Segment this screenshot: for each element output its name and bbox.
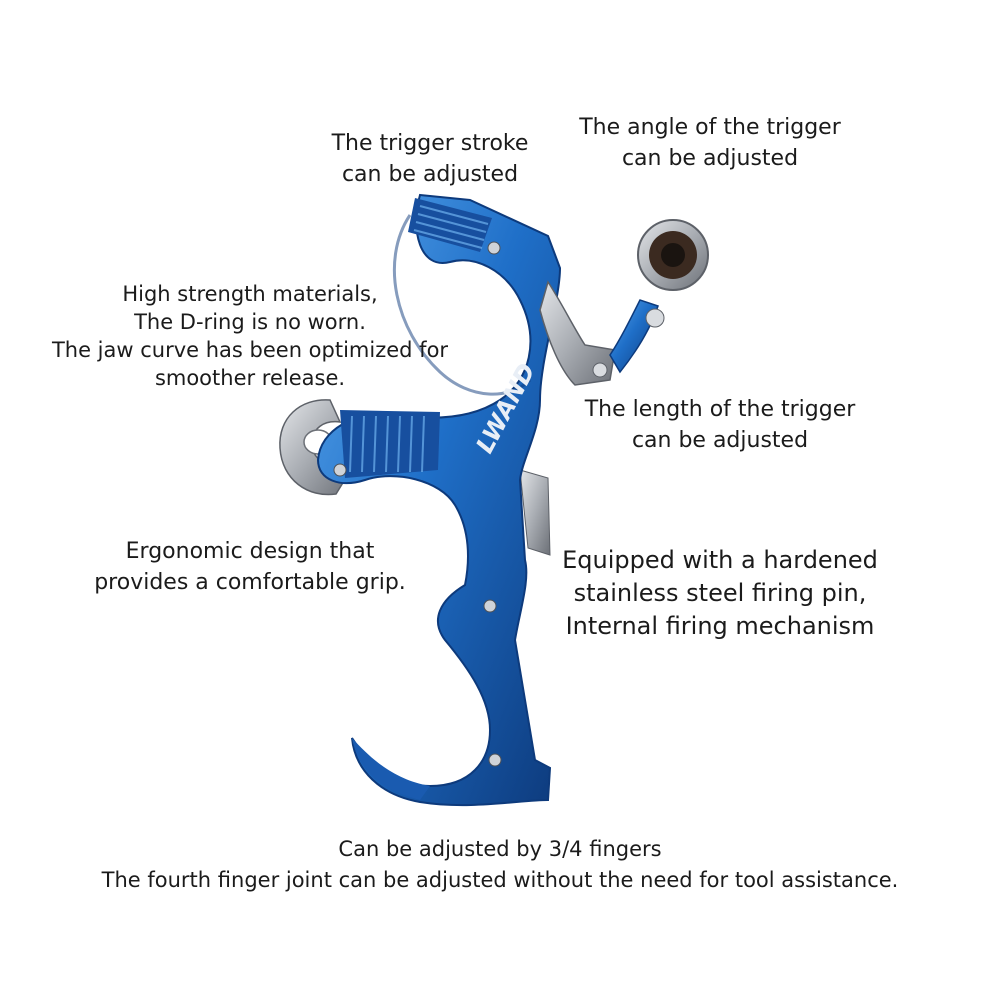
caption-line: The angle of the trigger — [579, 115, 841, 140]
caption-line: Ergonomic design that — [125, 539, 375, 564]
caption-trigger-stroke: The trigger stroke can be adjusted — [300, 128, 560, 190]
caption-ergonomic: Ergonomic design that provides a comfort… — [60, 536, 440, 598]
lower-finger-hook — [352, 738, 430, 800]
firing-pin-plate — [519, 469, 551, 556]
caption-line: High strength materials, — [122, 282, 378, 306]
trigger-arm — [539, 280, 665, 386]
caption-trigger-length: The length of the trigger can be adjuste… — [560, 394, 880, 456]
caption-line: The length of the trigger — [584, 397, 856, 422]
jaw-curve — [392, 214, 532, 396]
top-grip-texture — [408, 198, 492, 252]
caption-line: provides a comfortable grip. — [94, 570, 406, 595]
caption-firing-pin: Equipped with a hardened stainless steel… — [540, 544, 900, 643]
caption-line: can be adjusted — [341, 162, 519, 187]
caption-trigger-angle: The angle of the trigger can be adjusted — [560, 112, 860, 174]
middle-grip-texture — [340, 410, 440, 478]
caption-line: Equipped with a hardened — [562, 546, 878, 574]
caption-line: The D-ring is no worn. — [134, 310, 366, 334]
caption-line: stainless steel firing pin, — [573, 579, 867, 607]
release-body — [316, 193, 562, 807]
screws — [333, 241, 502, 767]
caption-line: can be adjusted — [631, 428, 809, 453]
caption-line: can be adjusted — [621, 146, 799, 171]
caption-line: smoother release. — [154, 366, 346, 390]
caption-line: Can be adjusted by 3/4 fingers — [338, 837, 662, 861]
caption-line: The jaw curve has been optimized for — [51, 338, 449, 362]
caption-line: The trigger stroke — [331, 131, 529, 156]
caption-fingers: Can be adjusted by 3/4 fingers The fourt… — [40, 834, 960, 896]
caption-line: The fourth finger joint can be adjusted … — [101, 868, 899, 892]
trigger-knob — [637, 219, 709, 291]
caption-materials: High strength materials, The D-ring is n… — [40, 280, 460, 392]
caption-line: Internal firing mechanism — [565, 612, 875, 640]
